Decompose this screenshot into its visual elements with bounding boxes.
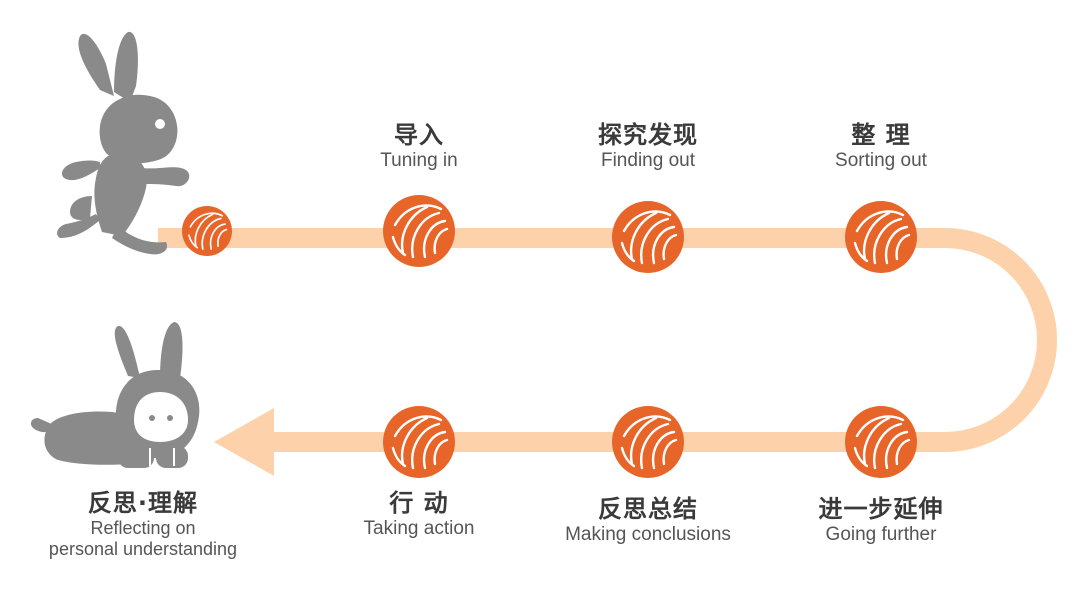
step-label-zh: 进一步延伸	[818, 495, 944, 523]
yarn-strand	[433, 227, 449, 255]
step-label-en: Taking action	[363, 518, 475, 539]
yarn-strand	[411, 211, 441, 259]
yarn-strand	[391, 235, 407, 257]
running-bunny-eye	[155, 119, 165, 129]
yarn-strand	[209, 223, 226, 250]
yarn-strand	[884, 225, 909, 265]
step-label-zh: 整 理	[851, 121, 911, 149]
step-label-taking-action: 行 动 Taking action	[364, 488, 475, 540]
yarn-strand	[629, 416, 658, 466]
yarn-strand	[873, 217, 903, 265]
yarn-strand	[194, 213, 214, 248]
yarn-strand	[411, 422, 441, 470]
yarn-strand	[400, 416, 429, 466]
yarn-strand	[855, 415, 905, 438]
yarn-strand	[662, 233, 678, 261]
yarn-strand	[895, 438, 911, 466]
step-label-making-conclusions: 反思总结 Making conclusions	[565, 494, 731, 546]
yarn-balls	[182, 195, 917, 478]
resting-bunny-eye-left	[149, 415, 155, 421]
final-label-reflecting: 反思·理解 Reflecting on personal understandi…	[49, 488, 237, 560]
yarn-strand	[422, 219, 447, 259]
step-label-zh: 反思总结	[598, 495, 698, 523]
yarn-strand	[622, 415, 672, 438]
yarn-strand	[620, 446, 636, 468]
yarn-strand	[620, 241, 636, 263]
yarn-strand	[391, 446, 407, 468]
yarn-strand	[853, 446, 869, 468]
yarn-strand	[640, 217, 670, 265]
step-label-en: Tuning in	[380, 150, 458, 171]
resting-bunny-face	[134, 392, 188, 442]
step-label-zh: 导入	[394, 121, 444, 149]
yarn-ball-icon	[383, 195, 455, 267]
step-label-going-further: 进一步延伸 Going further	[819, 494, 944, 546]
step-label-en: Going further	[825, 524, 937, 545]
step-label-en: Finding out	[600, 150, 695, 171]
yarn-strand	[640, 422, 670, 470]
step-label-tuning-in: 导入 Tuning in	[380, 120, 457, 172]
yarn-ball-icon	[845, 406, 917, 478]
step-label-finding-out: 探究发现 Finding out	[598, 120, 698, 172]
resting-bunny-icon	[30, 322, 200, 468]
final-label-en-line2: personal understanding	[48, 539, 238, 559]
yarn-strand	[189, 212, 224, 228]
yarn-strand	[873, 422, 903, 470]
step-label-en: Sorting out	[835, 150, 927, 171]
yarn-strand	[853, 241, 869, 263]
yarn-strand	[217, 228, 228, 248]
yarn-strand	[433, 438, 449, 466]
yarn-strand	[895, 233, 911, 261]
step-label-sorting-out: 整 理 Sorting out	[835, 120, 927, 172]
arrowhead-icon	[214, 408, 274, 476]
yarn-strand	[393, 204, 443, 227]
yarn-strand	[188, 234, 199, 249]
final-label-zh: 反思·理解	[87, 489, 199, 517]
yarn-strand	[884, 430, 909, 470]
yarn-ball-icon	[612, 406, 684, 478]
yarn-ball-icon	[612, 201, 684, 273]
process-path	[158, 228, 1057, 452]
yarn-strand	[400, 205, 429, 255]
yarn-strand	[201, 217, 222, 250]
yarn-ball-icon	[182, 206, 232, 256]
yarn-strand	[855, 210, 905, 233]
yarn-strand	[651, 225, 676, 265]
yarn-strand	[629, 211, 658, 261]
yarn-strand	[651, 430, 676, 470]
step-label-en: Making conclusions	[565, 524, 731, 545]
step-label-zh: 探究发现	[598, 121, 698, 149]
yarn-strand	[862, 416, 891, 466]
running-bunny-icon	[57, 31, 190, 255]
yarn-strand	[662, 438, 678, 466]
yarn-strand	[862, 211, 891, 261]
step-label-zh: 行 动	[389, 489, 449, 517]
yarn-strand	[393, 415, 443, 438]
yarn-strand	[622, 210, 672, 233]
yarn-ball-icon	[845, 201, 917, 273]
yarn-ball-icon	[383, 406, 455, 478]
resting-bunny-eye-right	[167, 415, 173, 421]
yarn-strand	[422, 430, 447, 470]
final-label-en-line1: Reflecting on	[90, 518, 196, 538]
